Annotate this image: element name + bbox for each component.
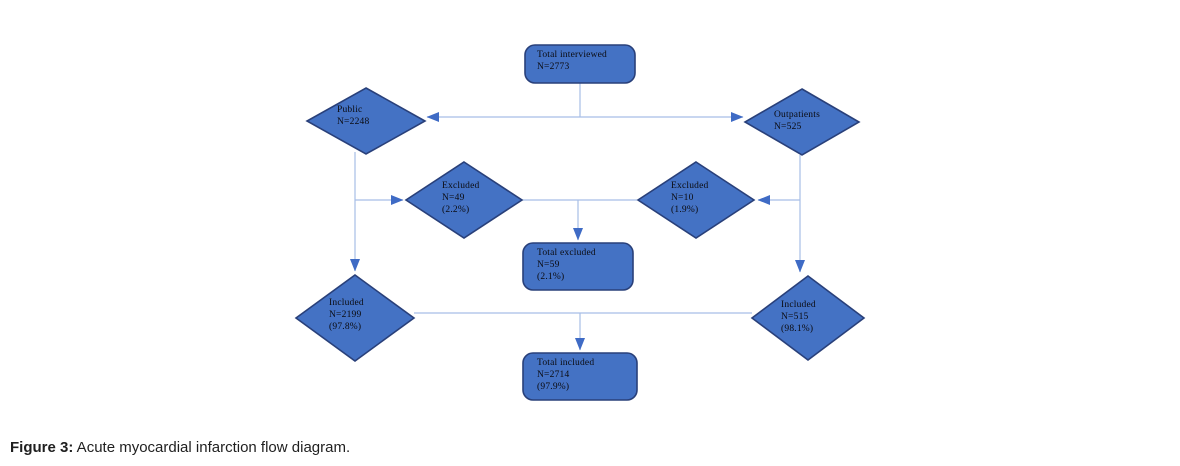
node-shape-public [305,87,427,155]
node-shape-excluded-outpatients [636,161,756,239]
figure-caption-text: Acute myocardial infarction flow diagram… [73,439,351,456]
node-shape-total-included [522,352,638,401]
figure-caption-label: Figure 3: [10,439,74,456]
node-shape-total-excluded [522,242,634,291]
figure-caption: Figure 3: Acute myocardial infarction fl… [10,439,350,457]
node-shape-included-public [294,274,416,362]
node-shape-total-interviewed [524,44,636,84]
node-shape-excluded-public [404,161,524,239]
node-shape-included-outpatients [750,275,866,361]
node-shape-outpatients [743,88,861,156]
